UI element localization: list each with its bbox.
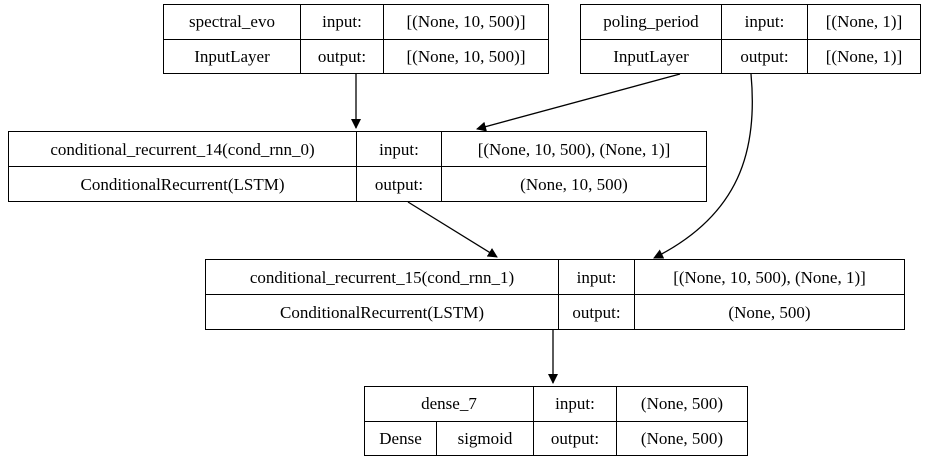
layer-type: InputLayer — [163, 38, 301, 74]
layer-type: ConditionalRecurrent(LSTM) — [8, 166, 357, 202]
output-label: output: — [721, 38, 808, 74]
input-value: [(None, 10, 500), (None, 1)] — [441, 131, 707, 167]
input-label: input: — [558, 259, 635, 295]
input-label: input: — [533, 386, 617, 422]
layer-type: Dense — [364, 420, 437, 456]
output-value: (None, 10, 500) — [441, 166, 707, 202]
output-value: [(None, 1)] — [807, 38, 921, 74]
edge-poling-to-rnn0 — [476, 73, 681, 132]
output-value: (None, 500) — [634, 294, 905, 330]
output-label: output: — [300, 38, 384, 74]
activation: sigmoid — [436, 420, 534, 456]
input-value: [(None, 1)] — [807, 4, 921, 40]
output-label: output: — [558, 294, 635, 330]
layer-type: InputLayer — [580, 38, 722, 74]
input-label: input: — [356, 131, 442, 167]
output-label: output: — [533, 420, 617, 456]
node-rnn-0: conditional_recurrent_14(cond_rnn_0) inp… — [8, 131, 707, 202]
node-name: conditional_recurrent_15(cond_rnn_1) — [205, 259, 559, 295]
input-value: [(None, 10, 500)] — [383, 4, 549, 40]
node-name: conditional_recurrent_14(cond_rnn_0) — [8, 131, 357, 167]
node-name: poling_period — [580, 4, 722, 40]
node-name: spectral_evo — [163, 4, 301, 40]
node-rnn-1: conditional_recurrent_15(cond_rnn_1) inp… — [205, 259, 905, 330]
output-value: (None, 500) — [616, 420, 748, 456]
edge-poling-to-rnn1 — [653, 73, 754, 259]
node-spectral-evo: spectral_evo input: [(None, 10, 500)] In… — [163, 4, 549, 74]
edge-rnn0-to-rnn1 — [407, 201, 498, 258]
node-name: dense_7 — [364, 386, 534, 422]
output-value: [(None, 10, 500)] — [383, 38, 549, 74]
layer-type: ConditionalRecurrent(LSTM) — [205, 294, 559, 330]
node-poling-period: poling_period input: [(None, 1)] InputLa… — [580, 4, 921, 74]
node-dense: dense_7 input: (None, 500) Dense sigmoid… — [364, 386, 748, 456]
input-label: input: — [300, 4, 384, 40]
input-label: input: — [721, 4, 808, 40]
output-label: output: — [356, 166, 442, 202]
input-value: [(None, 10, 500), (None, 1)] — [634, 259, 905, 295]
input-value: (None, 500) — [616, 386, 748, 422]
